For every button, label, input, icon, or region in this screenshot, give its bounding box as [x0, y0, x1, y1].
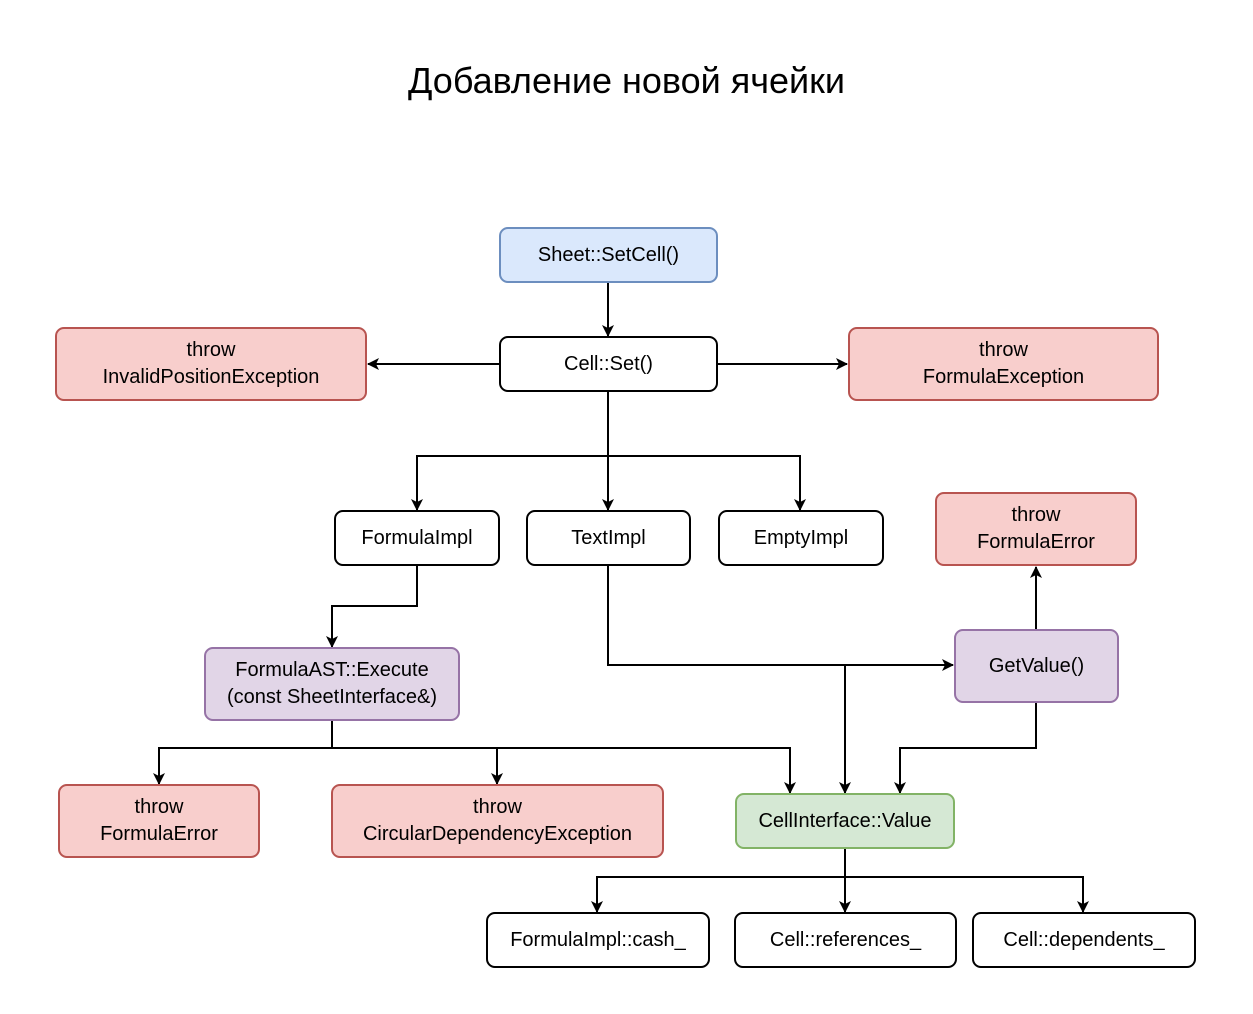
edge-formula_ast_execute-throw_formula_err_bottom	[153, 721, 333, 785]
node-label-line: CellInterface::Value	[758, 809, 932, 832]
node-label-line: GetValue()	[988, 654, 1085, 677]
node-label-line: throw	[979, 339, 1028, 361]
edge-text_impl-get_value	[607, 566, 954, 671]
node-formula-ast-execute[interactable]: FormulaAST::Execute(const SheetInterface…	[204, 647, 460, 721]
node-label-line: FormulaError	[977, 531, 1095, 553]
node-label-line: throw	[186, 339, 236, 361]
edge-formula_ast_execute-throw_circular	[332, 747, 503, 785]
node-label-line: throw	[473, 796, 522, 818]
node-label-line: throw	[134, 796, 184, 818]
node-label-line: Cell::dependents_	[1003, 928, 1165, 951]
node-label-line: throw	[1011, 504, 1061, 526]
node-label-line: FormulaImpl::cash_	[510, 928, 686, 951]
node-text-impl[interactable]: TextImpl	[526, 510, 691, 566]
edge-get_value-cell_interface_value	[894, 703, 1037, 794]
node-label-line: Cell::Set()	[564, 352, 653, 375]
node-label-line: InvalidPositionException	[102, 366, 320, 388]
node-cell-references[interactable]: Cell::references_	[734, 912, 957, 968]
node-label-line: FormulaImpl	[361, 526, 473, 549]
edge-formula_impl-formula_ast_execute	[326, 566, 418, 648]
node-formula-impl[interactable]: FormulaImpl	[334, 510, 500, 566]
node-empty-impl[interactable]: EmptyImpl	[718, 510, 884, 566]
diagram-title: Добавление новой ячейки	[408, 60, 845, 101]
node-cell-set[interactable]: Cell::Set()	[499, 336, 718, 392]
node-label-line: FormulaException	[922, 366, 1085, 388]
node-label-line: FormulaError	[100, 823, 218, 845]
node-formula-impl-cash[interactable]: FormulaImpl::cash_	[486, 912, 710, 968]
node-cell-interface-value[interactable]: CellInterface::Value	[735, 793, 955, 849]
node-label-line: Cell::references_	[769, 928, 922, 951]
node-label-line: TextImpl	[571, 526, 646, 549]
node-label-line: FormulaAST::Execute	[235, 659, 429, 681]
node-cell-dependents[interactable]: Cell::dependents_	[972, 912, 1196, 968]
edge-formula_ast_execute-cell_interface_value	[497, 747, 796, 794]
edge-cell_set-formula_impl	[411, 392, 609, 511]
edge-cell_set-empty_impl	[608, 455, 806, 511]
node-sheet-setcell[interactable]: Sheet::SetCell()	[499, 227, 718, 283]
node-label-line: CircularDependencyException	[362, 823, 633, 845]
edge-cell_interface_value-cell_dependents	[845, 876, 1089, 913]
edge-cell_interface_value-formula_impl_cash	[591, 849, 846, 913]
node-label-line: (const SheetInterface&)	[226, 686, 438, 708]
node-get-value[interactable]: GetValue()	[954, 629, 1119, 703]
node-label-line: Sheet::SetCell()	[537, 243, 680, 266]
node-label-line: EmptyImpl	[753, 526, 849, 549]
